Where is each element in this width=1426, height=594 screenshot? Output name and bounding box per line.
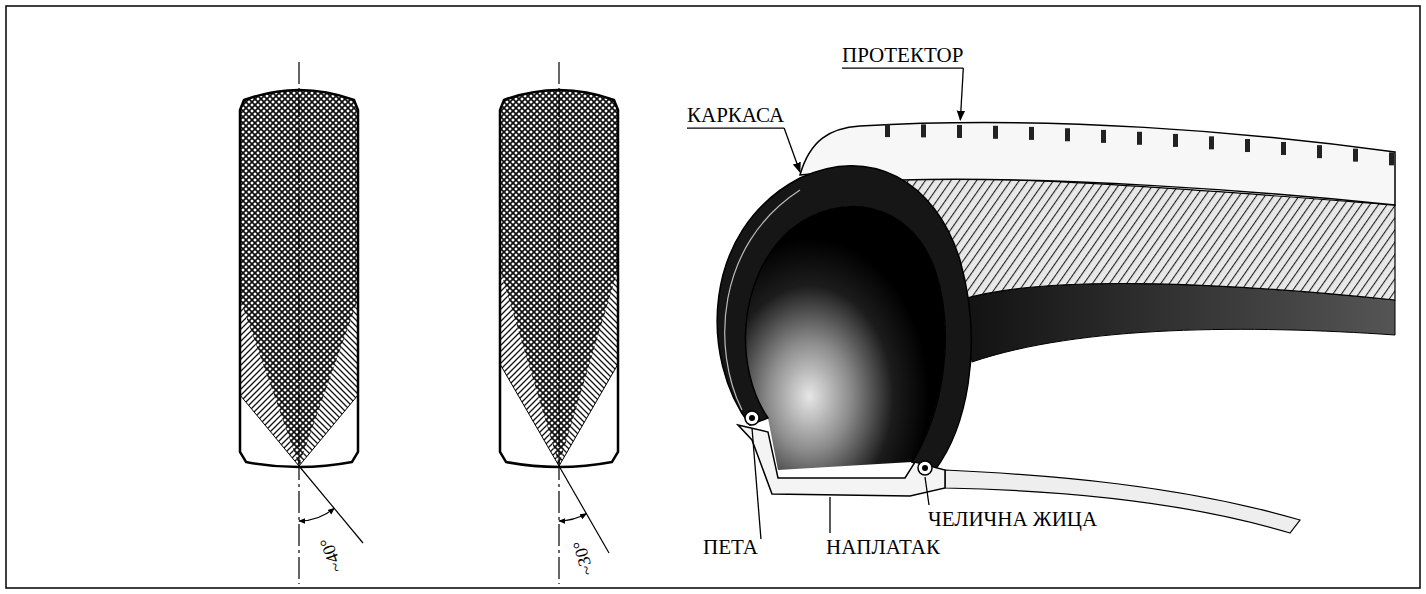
part-name: НАПЛАТАК (826, 536, 940, 559)
tread-groove (1101, 130, 1106, 143)
bead-wire (922, 465, 928, 471)
tread-groove (1245, 139, 1250, 152)
tread-groove (957, 125, 962, 138)
sidewall (960, 284, 1395, 362)
tread-groove (1317, 145, 1322, 158)
bias-ply-strip (230, 60, 370, 490)
strip-ground (490, 60, 630, 490)
wall-highlight (725, 190, 800, 410)
tire-cutaway (717, 123, 1395, 533)
center-line (558, 62, 559, 584)
leader-line (960, 68, 963, 120)
tread-groove (1173, 134, 1178, 147)
part-name: ПРОТЕКТОР (842, 44, 963, 67)
bias-ply-strip (490, 60, 630, 490)
bead-wire (749, 415, 755, 421)
tread-groove (885, 124, 890, 137)
tread-groove (921, 124, 926, 137)
part-name: КАРКАСА (687, 104, 784, 127)
tread-grooves (885, 124, 1394, 165)
bead (918, 461, 932, 475)
tread-groove (993, 126, 998, 139)
leader-line (784, 128, 800, 172)
rim-section (738, 425, 945, 496)
label-underline (842, 67, 963, 68)
leader-line (752, 428, 761, 539)
leader-line (925, 477, 929, 505)
strip-ground (230, 60, 370, 490)
tread-groove (1281, 142, 1286, 155)
angle-value: ~40° (316, 535, 347, 575)
frame-border (6, 6, 1420, 588)
angle-line (299, 466, 363, 543)
angle-arc (559, 514, 587, 521)
leader-line (829, 497, 830, 533)
center-line (298, 62, 299, 584)
tread-groove (1209, 136, 1214, 149)
label-underline (687, 127, 784, 128)
tire-wall-section (717, 166, 971, 470)
tread-groove (1137, 132, 1142, 145)
angle-value: ~30° (570, 538, 598, 577)
bead (745, 411, 759, 425)
part-name: ЧЕЛИЧНА ЖИЦА (928, 508, 1097, 531)
tread-groove (1353, 149, 1358, 162)
angle-arc (299, 508, 334, 521)
part-name: ПЕТА (703, 536, 758, 559)
tread-groove (1389, 152, 1394, 165)
tread-groove (1029, 127, 1034, 140)
tread-groove (1065, 128, 1070, 141)
leader-lines (687, 68, 963, 539)
